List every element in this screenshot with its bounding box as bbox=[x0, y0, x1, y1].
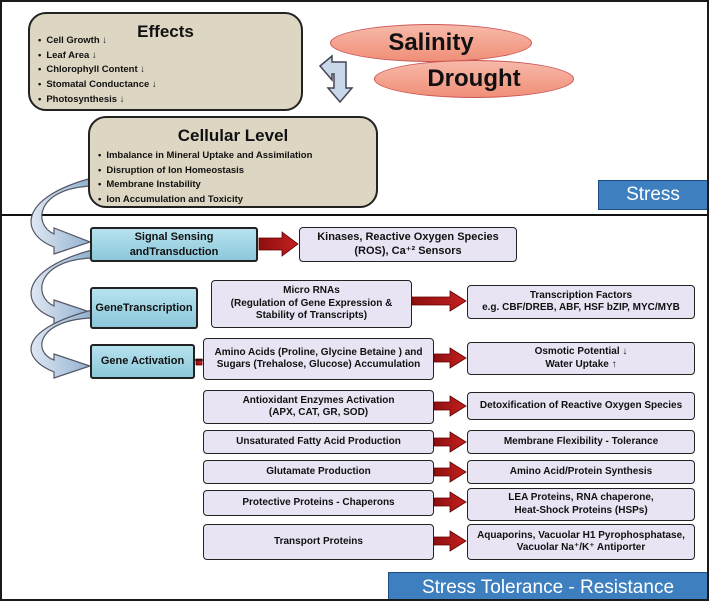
stress-effect-arrow bbox=[318, 54, 354, 104]
mirna-line: (Regulation of Gene Expression & bbox=[230, 297, 393, 309]
signal-line: Signal Sensing and bbox=[129, 231, 214, 258]
cellular-item: Imbalance in Mineral Uptake and Assimila… bbox=[98, 149, 312, 164]
tf-line: e.g. CBF/DREB, ABF, HSF bZIP, MYC/MYB bbox=[482, 302, 680, 313]
curve-arrow-3 bbox=[30, 309, 93, 379]
row-left-line: Glutamate Production bbox=[266, 465, 371, 477]
transcription-line: Gene bbox=[95, 301, 123, 314]
row-left-box: Glutamate Production bbox=[203, 460, 434, 484]
cellular-panel: Cellular Level Imbalance in Mineral Upta… bbox=[88, 116, 378, 208]
row-right-box: LEA Proteins, RNA chaperone,Heat-Shock P… bbox=[467, 488, 695, 521]
effect-item: Photosynthesis ↓ bbox=[38, 93, 157, 108]
row-left-box: Unsaturated Fatty Acid Production bbox=[203, 430, 434, 454]
cellular-item: Ion Accumulation and Toxicity bbox=[98, 193, 312, 208]
red-arrow-row-3 bbox=[433, 431, 467, 453]
row-right-line: LEA Proteins, RNA chaperone, bbox=[508, 492, 654, 503]
red-arrow-mirna bbox=[411, 290, 467, 312]
row-right-line: Amino Acid/Protein Synthesis bbox=[509, 465, 653, 477]
effect-item: Cell Growth ↓ bbox=[38, 34, 157, 49]
row-left-line: (APX, CAT, GR, SOD) bbox=[268, 407, 369, 418]
tolerance-section-label: Stress Tolerance - Resistance bbox=[388, 572, 707, 599]
stressor-drought: Drought bbox=[374, 60, 574, 98]
row-left-line: Amino Acids (Proline, Glycine Betaine ) … bbox=[214, 346, 423, 358]
row-right-box: Osmotic Potential ↓Water Uptake ↑ bbox=[467, 342, 695, 375]
red-arrow-row-6 bbox=[433, 530, 467, 552]
stressor-salinity: Salinity bbox=[330, 24, 532, 62]
effects-panel: Effects Cell Growth ↓ Leaf Area ↓ Chloro… bbox=[28, 12, 303, 111]
row-right-line: Heat-Shock Proteins (HSPs) bbox=[514, 504, 648, 516]
activation-line: Gene Activation bbox=[100, 355, 185, 368]
cellular-list: Imbalance in Mineral Uptake and Assimila… bbox=[98, 149, 312, 208]
row-left-box: Transport Proteins bbox=[203, 524, 434, 560]
effects-list: Cell Growth ↓ Leaf Area ↓ Chlorophyll Co… bbox=[38, 34, 157, 108]
red-arrow-row-2 bbox=[433, 395, 467, 417]
row-right-box: Amino Acid/Protein Synthesis bbox=[467, 460, 695, 484]
row-right-line: Water Uptake ↑ bbox=[545, 358, 617, 370]
transcription-line: Transcription bbox=[122, 301, 193, 314]
mirna-line: Micro RNAs bbox=[283, 285, 340, 297]
row-left-line: Sugars (Trehalose, Glucose) Accumulation bbox=[216, 359, 421, 370]
signal-sensing-box: Signal Sensing andTransduction bbox=[90, 227, 258, 262]
cellular-item: Disruption of Ion Homeostasis bbox=[98, 164, 312, 179]
curve-arrow-2 bbox=[30, 249, 93, 325]
cellular-item: Membrane Instability bbox=[98, 178, 312, 193]
row-right-line: Osmotic Potential ↓ bbox=[534, 346, 628, 357]
row-left-box: Protective Proteins - Chaperons bbox=[203, 490, 434, 516]
signal-output-line: Kinases, Reactive Oxygen Species bbox=[317, 230, 499, 243]
gene-transcription-box: GeneTranscription bbox=[90, 287, 198, 329]
row-right-box: Aquaporins, Vacuolar H1 Pyrophosphatase,… bbox=[467, 524, 695, 560]
signal-line: Transduction bbox=[149, 245, 219, 258]
row-left-line: Protective Proteins - Chaperons bbox=[242, 496, 395, 508]
effect-item: Chlorophyll Content ↓ bbox=[38, 63, 157, 78]
red-arrow-row-1 bbox=[433, 347, 467, 369]
mirna-line: Stability of Transcripts) bbox=[255, 310, 368, 322]
micro-rna-box: Micro RNAs(Regulation of Gene Expression… bbox=[211, 280, 412, 328]
signal-output-box: Kinases, Reactive Oxygen Species(ROS), C… bbox=[299, 227, 517, 262]
red-arrow-row-4 bbox=[433, 461, 467, 483]
row-left-line: Unsaturated Fatty Acid Production bbox=[236, 435, 401, 447]
row-right-box: Membrane Flexibility - Tolerance bbox=[467, 430, 695, 454]
row-right-box: Detoxification of Reactive Oxygen Specie… bbox=[467, 392, 695, 420]
row-right-line: Membrane Flexibility - Tolerance bbox=[503, 435, 659, 447]
row-left-line: Antioxidant Enzymes Activation bbox=[242, 394, 395, 406]
red-arrow-row-5 bbox=[433, 491, 467, 513]
signal-output-line: (ROS), Ca⁺² Sensors bbox=[354, 244, 462, 257]
row-left-box: Amino Acids (Proline, Glycine Betaine ) … bbox=[203, 338, 434, 380]
stress-section-label: Stress bbox=[598, 180, 707, 210]
row-left-box: Antioxidant Enzymes Activation(APX, CAT,… bbox=[203, 390, 434, 424]
effect-item: Stomatal Conductance ↓ bbox=[38, 78, 156, 93]
row-right-line: Aquaporins, Vacuolar H1 Pyrophosphatase, bbox=[477, 529, 685, 541]
gene-activation-box: Gene Activation bbox=[90, 344, 195, 379]
curve-arrow-1 bbox=[30, 177, 93, 255]
row-right-line: Vacuolar Na⁺/K⁺ Antiporter bbox=[516, 542, 646, 553]
cellular-title: Cellular Level bbox=[177, 126, 289, 145]
row-right-line: Detoxification of Reactive Oxygen Specie… bbox=[479, 399, 683, 411]
red-arrow-signal bbox=[258, 231, 299, 257]
row-left-line: Transport Proteins bbox=[274, 535, 363, 547]
tf-line: Transcription Factors bbox=[529, 289, 633, 301]
effect-item: Leaf Area ↓ bbox=[38, 49, 157, 64]
